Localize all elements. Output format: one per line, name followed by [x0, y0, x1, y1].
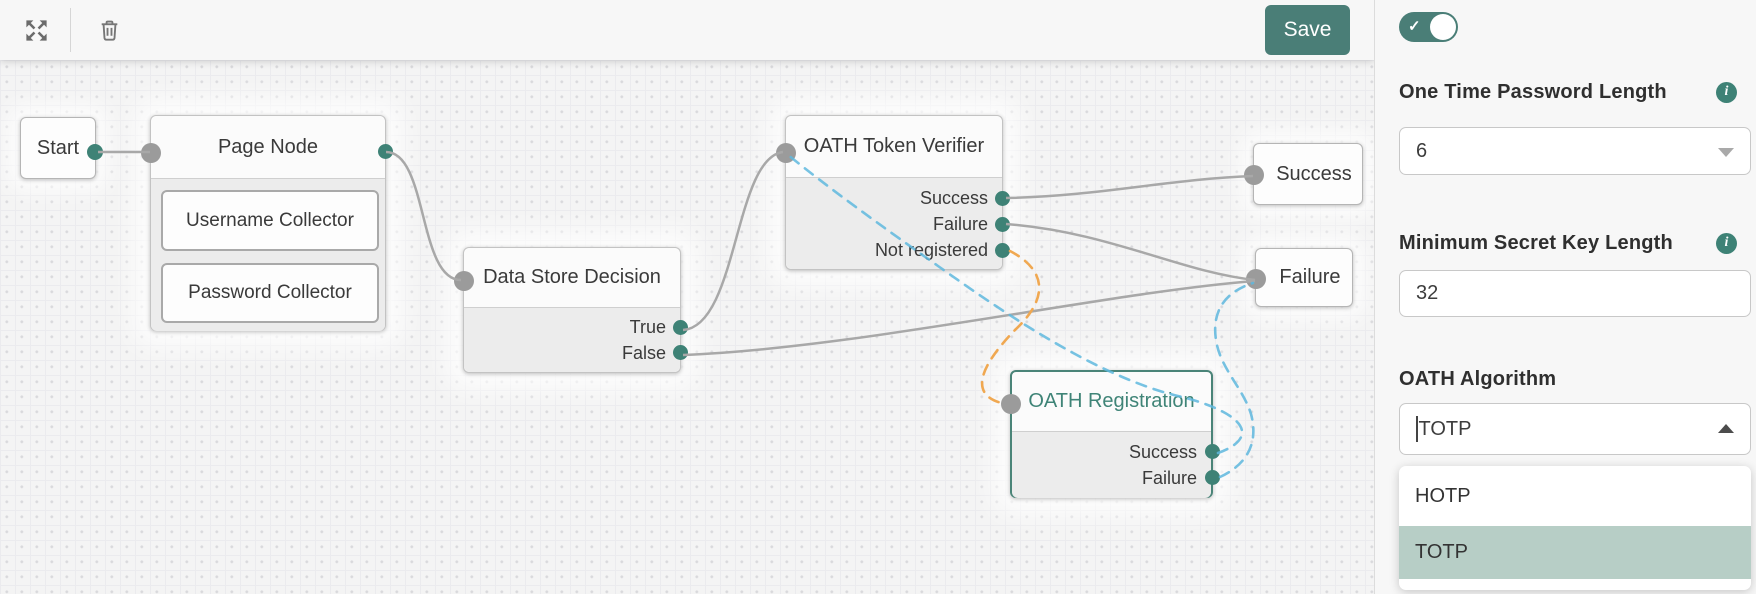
otp-length-value: 6: [1416, 139, 1428, 162]
otp-length-label: One Time Password Length: [1399, 80, 1667, 103]
text-cursor: [1416, 416, 1418, 442]
outcome-row-failure: Failure: [786, 211, 1010, 237]
page-node[interactable]: Page Node Username Collector Password Co…: [141, 115, 393, 331]
oath-algorithm-dropdown: HOTP TOTP: [1399, 466, 1751, 590]
username-collector-label: Username Collector: [186, 209, 354, 231]
oath-algorithm-combobox[interactable]: TOTP: [1399, 403, 1751, 455]
data-store-decision-node[interactable]: Data Store Decision True False: [454, 247, 688, 373]
failure-input-port[interactable]: [1246, 269, 1266, 289]
outcome-row-not-registered: Not registered: [786, 237, 1010, 263]
failure-end-label: Failure: [1279, 266, 1341, 288]
oath-token-verifier-node[interactable]: OATH Token Verifier Success Failure Not …: [776, 115, 1010, 270]
outcome-row-reg-success: Success: [1012, 439, 1220, 465]
start-node-label: Start: [36, 136, 80, 159]
info-icon[interactable]: i: [1716, 232, 1737, 254]
oath-token-verifier-title: OATH Token Verifier: [786, 116, 1002, 178]
output-port-reg-success[interactable]: [1205, 444, 1220, 459]
min-secret-key-value: 32: [1416, 282, 1439, 304]
oath-token-verifier-input-port[interactable]: [776, 143, 796, 163]
outcome-row-false: False: [464, 340, 688, 366]
outcome-row-true: True: [464, 314, 688, 340]
page-node-body: Username Collector Password Collector: [151, 179, 385, 331]
fullscreen-icon[interactable]: [14, 8, 58, 52]
data-store-decision-title: Data Store Decision: [464, 248, 680, 308]
save-button[interactable]: Save: [1265, 5, 1350, 55]
expand-arrows-icon: [25, 19, 47, 41]
tree-editor: Save Start: [0, 0, 1374, 594]
oath-algorithm-label: OATH Algorithm: [1399, 367, 1557, 390]
delete-node-button[interactable]: [87, 8, 131, 52]
dropdown-option-totp[interactable]: TOTP: [1399, 526, 1751, 579]
oath-token-verifier-body: Success Failure Not registered: [786, 178, 1010, 269]
otp-length-label-row: One Time Password Length i: [1399, 79, 1751, 105]
enabled-toggle[interactable]: ✓: [1399, 12, 1458, 42]
start-output-port[interactable]: [87, 144, 103, 160]
min-secret-key-label: Minimum Secret Key Length: [1399, 231, 1673, 254]
output-port-not-registered[interactable]: [995, 243, 1010, 258]
success-end-node[interactable]: Success: [1244, 143, 1363, 205]
oath-algorithm-value: TOTP: [1418, 417, 1472, 440]
info-icon[interactable]: i: [1716, 81, 1737, 103]
output-port-reg-failure[interactable]: [1205, 470, 1220, 485]
outcome-label-reg-success: Success: [1128, 441, 1197, 462]
page-node-input-port[interactable]: [141, 143, 161, 163]
outcome-label-reg-failure: Failure: [1141, 467, 1197, 488]
page-node-output-port[interactable]: [378, 144, 393, 159]
outcome-label-true: True: [629, 316, 666, 337]
outcome-row-reg-failure: Failure: [1012, 465, 1220, 491]
outcome-row-success: Success: [786, 185, 1010, 211]
success-input-port[interactable]: [1244, 165, 1264, 185]
chevron-down-icon: [1718, 148, 1734, 157]
outcome-label-success: Success: [919, 187, 988, 208]
output-port-false[interactable]: [673, 345, 688, 360]
otp-length-select[interactable]: 6: [1399, 127, 1751, 175]
outcome-label-failure: Failure: [932, 213, 988, 234]
dropdown-option-hotp[interactable]: HOTP: [1415, 484, 1471, 507]
node-properties-panel: ✓ One Time Password Length i 6 Minimum S…: [1374, 0, 1756, 594]
data-store-decision-input-port[interactable]: [454, 271, 474, 291]
outcome-label-not-registered: Not registered: [874, 239, 988, 260]
oath-registration-input-port[interactable]: [1001, 394, 1021, 414]
output-port-verifier-failure[interactable]: [995, 217, 1010, 232]
oath-registration-node[interactable]: OATH Registration Success Failure: [1001, 370, 1220, 498]
editor-toolbar: Save: [0, 0, 1374, 60]
oath-registration-title: OATH Registration: [1012, 372, 1211, 432]
chevron-up-icon: [1718, 424, 1734, 433]
username-collector-node[interactable]: Username Collector: [161, 190, 379, 251]
password-collector-label: Password Collector: [188, 282, 352, 303]
data-store-decision-body: True False: [464, 308, 688, 372]
toggle-knob: [1430, 14, 1456, 40]
check-icon: ✓: [1408, 18, 1421, 35]
output-port-verifier-success[interactable]: [995, 191, 1010, 206]
success-end-label: Success: [1276, 162, 1352, 185]
min-secret-key-input[interactable]: 32: [1399, 270, 1751, 317]
toolbar-divider: [70, 8, 71, 52]
min-secret-key-label-row: Minimum Secret Key Length i: [1399, 230, 1751, 256]
failure-end-node[interactable]: Failure: [1246, 248, 1353, 307]
page-node-title: Page Node: [151, 116, 385, 179]
password-collector-node[interactable]: Password Collector: [161, 263, 379, 323]
start-node[interactable]: Start: [20, 117, 103, 179]
oath-registration-body: Success Failure: [1012, 432, 1220, 498]
trash-icon: [101, 20, 117, 41]
outcome-label-false: False: [621, 342, 666, 363]
output-port-true[interactable]: [673, 320, 688, 335]
oath-algorithm-label-row: OATH Algorithm: [1399, 366, 1751, 392]
